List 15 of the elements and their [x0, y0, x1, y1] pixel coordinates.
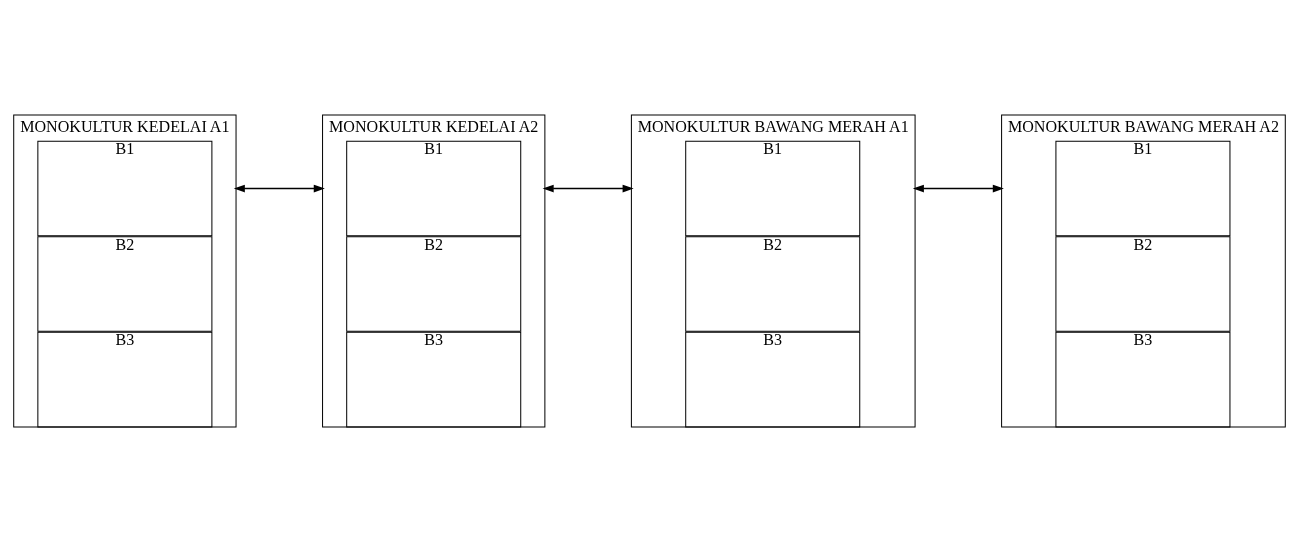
node-box: B2	[685, 236, 861, 332]
node-box: B1	[685, 140, 861, 237]
node-box: B1	[1055, 140, 1231, 237]
arrow	[912, 184, 1004, 193]
node-box: B3	[1055, 331, 1231, 428]
arrow	[233, 184, 325, 193]
node-box: B1	[346, 140, 522, 237]
node-box: B1	[37, 140, 213, 237]
node-box: B3	[346, 331, 522, 428]
arrow	[542, 184, 634, 193]
node-box: B2	[346, 236, 522, 332]
node-box: B3	[37, 331, 213, 428]
node-box: B2	[1055, 236, 1231, 332]
node-box: B3	[685, 331, 861, 428]
node-box: B2	[37, 236, 213, 332]
